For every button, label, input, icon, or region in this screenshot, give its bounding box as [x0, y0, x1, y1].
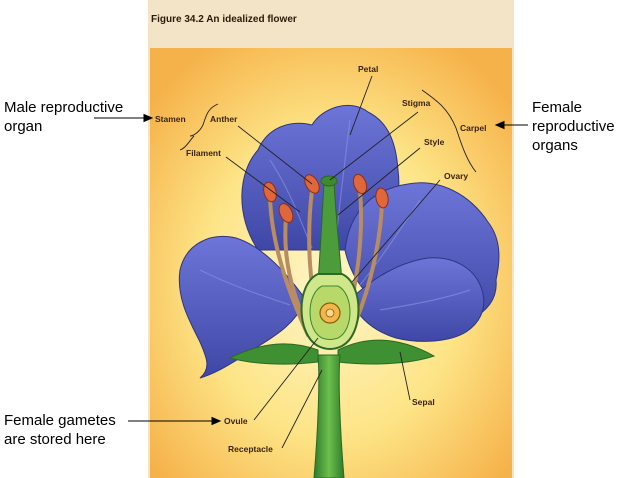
- carpel-bracket: [421, 89, 477, 173]
- label-receptacle: Receptacle: [228, 444, 273, 454]
- label-ovary: Ovary: [444, 171, 468, 181]
- label-anther: Anther: [210, 114, 238, 124]
- stem: [313, 354, 345, 478]
- figure-title: Figure 34.2 An idealized flower: [151, 14, 297, 25]
- anthers: [263, 173, 389, 223]
- male-organ-label: Male reproductive organ: [4, 99, 124, 135]
- petal-right: [349, 257, 485, 342]
- label-stamen: Stamen: [155, 114, 186, 124]
- label-filament: Filament: [186, 148, 221, 158]
- side-arrows: [94, 113, 528, 426]
- leader-lines: [225, 75, 441, 449]
- female-organs-label: Female reproductive organs: [532, 99, 615, 154]
- sepal-right: [337, 339, 436, 365]
- stigma: [320, 175, 338, 187]
- label-ovule: Ovule: [224, 416, 248, 426]
- label-petal: Petal: [358, 64, 378, 74]
- label-style: Style: [424, 137, 445, 147]
- label-sepal: Sepal: [412, 397, 435, 407]
- sepal-left: [228, 343, 319, 365]
- label-stigma: Stigma: [402, 98, 431, 108]
- stamen-bracket: [179, 103, 219, 151]
- label-carpel: Carpel: [460, 123, 486, 133]
- petal-veins: [199, 119, 471, 311]
- ovule-core: [325, 308, 335, 318]
- female-gametes-label: Female gametes are stored here: [4, 412, 116, 448]
